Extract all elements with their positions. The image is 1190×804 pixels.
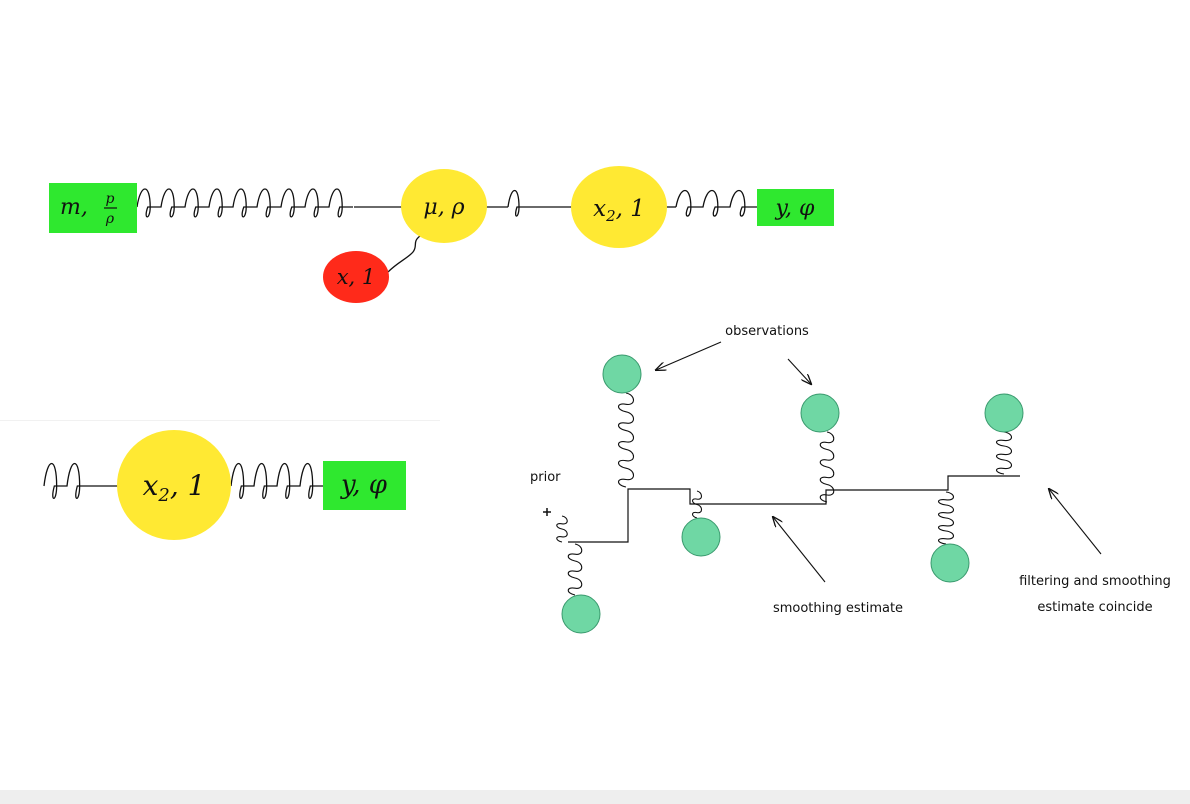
- smoothing-estimate-arrow: [773, 517, 826, 583]
- spring-coil: [507, 189, 528, 217]
- spring-x2-to-y: [230, 463, 323, 500]
- spring-coil: [937, 491, 955, 545]
- y-box-bottom-label: y, φ: [340, 470, 388, 500]
- spring-x-to-mu: [387, 235, 421, 273]
- spring-mu-to-x2: [507, 189, 528, 217]
- mu-node-label: μ, ρ: [423, 195, 464, 220]
- spring-coil: [995, 431, 1013, 475]
- prior-box-frac-num: p: [106, 191, 115, 207]
- estimate-step-line: [568, 475, 1020, 543]
- y-box-top: [757, 189, 834, 226]
- bottom-strip: [0, 790, 1190, 804]
- mu-node: [401, 169, 487, 243]
- spring-prior-to-mu: [136, 188, 353, 218]
- observations-arrow-left: [656, 341, 722, 370]
- spring-coil: [675, 189, 757, 217]
- x2-node-bottom: [117, 430, 231, 540]
- spring-coil: [819, 431, 835, 503]
- spring-x2-to-y: [675, 189, 757, 217]
- y-box-top-label: y, φ: [775, 196, 815, 221]
- x-node: [323, 251, 389, 303]
- spring-coil: [230, 463, 323, 500]
- y-box-bottom: [323, 461, 406, 510]
- spring-coil: [567, 543, 583, 596]
- observation-node: [602, 354, 642, 394]
- observation-node: [681, 517, 721, 557]
- x2-node-bottom-label: x2, 1: [143, 469, 206, 506]
- filtering-label-line1: filtering and smoothing: [1019, 574, 1171, 589]
- observation-springs: [556, 392, 1013, 596]
- spring-coil: [43, 463, 90, 500]
- smoothing-estimate-label: smoothing estimate: [773, 601, 903, 616]
- filtering-label-line2: estimate coincide: [1037, 600, 1152, 615]
- spring-left-of-x2: [43, 463, 90, 500]
- observation-node: [984, 393, 1024, 433]
- x2-node-top: [571, 166, 667, 248]
- spring-coil: [136, 188, 353, 218]
- prior-label: prior: [530, 470, 561, 485]
- smoothing-sketch: observations prior smoothing estimate fi…: [530, 324, 1171, 634]
- prior-box-label: m,: [60, 195, 88, 220]
- divider: [0, 420, 440, 421]
- prior-box-frac-den: ρ: [105, 211, 115, 227]
- observation-node: [930, 543, 970, 583]
- x2-node-top-label: x2, 1: [593, 196, 645, 225]
- top-chain: m, p ρ μ, ρ x, 1 x2, 1 y, φ: [49, 166, 834, 303]
- bottom-chain: x2, 1 y, φ: [43, 430, 406, 540]
- observations-label: observations: [725, 324, 809, 339]
- spring-coil: [691, 490, 703, 519]
- x-node-label: x, 1: [337, 265, 376, 289]
- spring-coil: [556, 515, 568, 543]
- spring-coil: [617, 392, 635, 488]
- filtering-arrow: [1049, 489, 1102, 555]
- observation-node: [561, 594, 601, 634]
- prior-box: [49, 183, 137, 233]
- observations-arrow-right: [787, 358, 811, 384]
- observation-node: [800, 393, 840, 433]
